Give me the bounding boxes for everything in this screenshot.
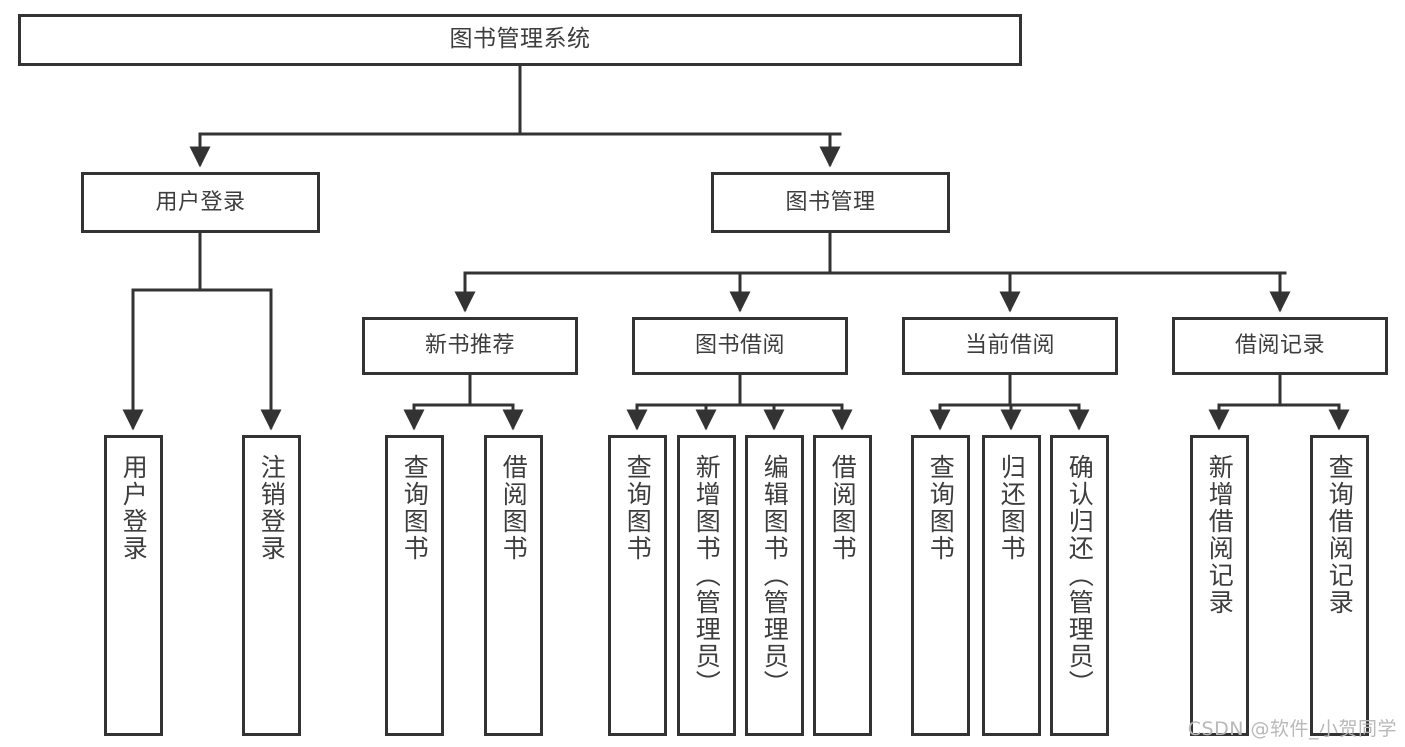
node-book-manage-label: 图书管理 (785, 189, 876, 215)
node-leaf-return-book[interactable]: 归还图书 (982, 435, 1041, 736)
node-leaf-query-record[interactable]: 查询借阅记录 (1310, 435, 1369, 736)
node-leaf-confirm-return[interactable]: 确认归还（管理员） (1050, 435, 1109, 736)
node-leaf-add-book[interactable]: 新增图书（管理员） (677, 435, 736, 736)
node-book-manage[interactable]: 图书管理 (711, 172, 950, 233)
node-leaf-query-book-2[interactable]: 查询图书 (608, 435, 667, 736)
node-new-book-rec-label: 新书推荐 (424, 333, 515, 359)
node-leaf-query-book-3[interactable]: 查询图书 (911, 435, 970, 736)
node-leaf-query-record-label: 查询借阅记录 (1325, 454, 1355, 616)
node-leaf-borrow-book-1[interactable]: 借阅图书 (484, 435, 543, 736)
node-current-borrow-label: 当前借阅 (964, 333, 1055, 359)
node-root-label: 图书管理系统 (449, 26, 591, 53)
node-leaf-add-record-label: 新增借阅记录 (1205, 454, 1235, 616)
node-borrow-record-label: 借阅记录 (1234, 333, 1325, 359)
node-leaf-confirm-return-label: 确认归还（管理员） (1065, 454, 1095, 697)
node-leaf-query-book-2-label: 查询图书 (623, 454, 653, 562)
node-leaf-user-login-label: 用户登录 (119, 454, 149, 562)
node-leaf-return-book-label: 归还图书 (997, 454, 1027, 562)
node-leaf-borrow-book-1-label: 借阅图书 (499, 454, 529, 562)
node-user-login-label: 用户登录 (155, 189, 246, 215)
node-user-login[interactable]: 用户登录 (81, 172, 320, 233)
node-leaf-add-book-label: 新增图书（管理员） (692, 454, 722, 697)
node-root[interactable]: 图书管理系统 (18, 14, 1022, 66)
node-current-borrow[interactable]: 当前借阅 (902, 317, 1118, 375)
node-leaf-logout-label: 注销登录 (257, 454, 287, 562)
node-leaf-borrow-book-2[interactable]: 借阅图书 (813, 435, 872, 736)
node-leaf-logout[interactable]: 注销登录 (242, 435, 301, 736)
node-leaf-query-book-1[interactable]: 查询图书 (385, 435, 444, 736)
node-leaf-query-book-1-label: 查询图书 (400, 454, 430, 562)
node-leaf-user-login[interactable]: 用户登录 (104, 435, 163, 736)
node-leaf-add-record[interactable]: 新增借阅记录 (1190, 435, 1249, 736)
node-leaf-borrow-book-2-label: 借阅图书 (828, 454, 858, 562)
node-book-borrow-label: 图书借阅 (694, 333, 785, 359)
node-book-borrow[interactable]: 图书借阅 (632, 317, 848, 375)
watermark: CSDN @软件_小贺同学 (1187, 718, 1397, 740)
node-new-book-rec[interactable]: 新书推荐 (362, 317, 578, 375)
node-leaf-edit-book-label: 编辑图书（管理员） (760, 454, 790, 697)
node-leaf-query-book-3-label: 查询图书 (926, 454, 956, 562)
node-leaf-edit-book[interactable]: 编辑图书（管理员） (745, 435, 804, 736)
node-borrow-record[interactable]: 借阅记录 (1172, 317, 1388, 375)
